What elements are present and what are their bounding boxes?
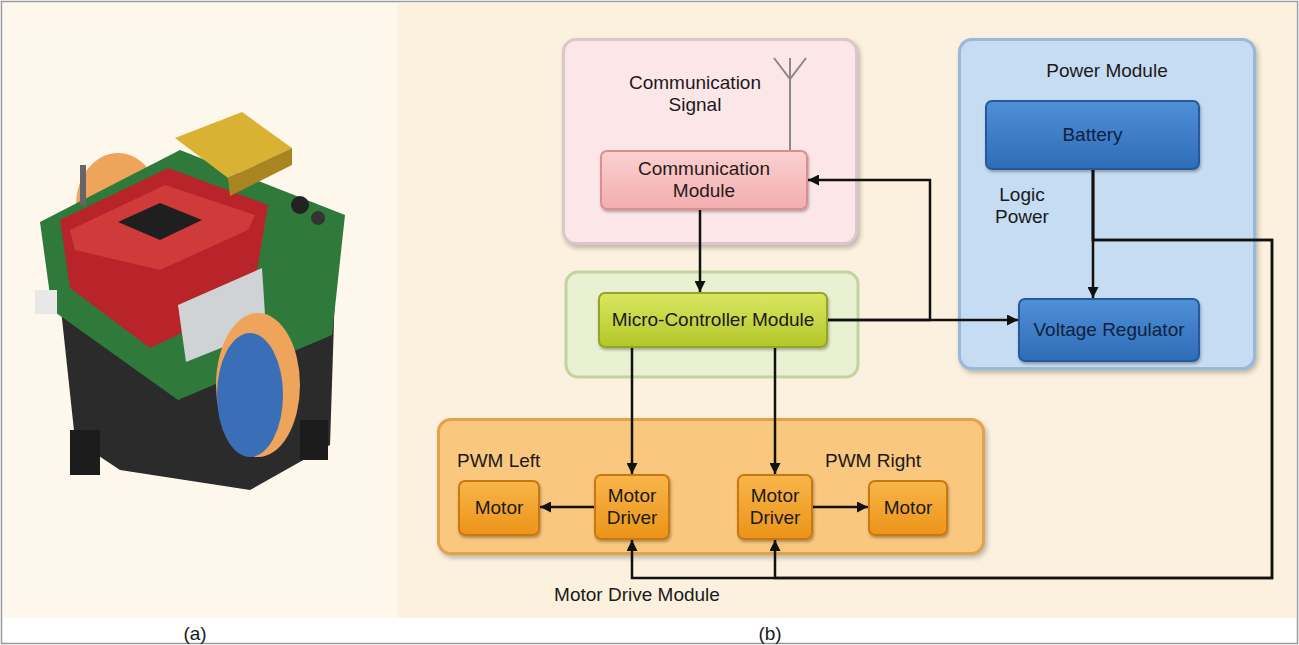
figure-ground xyxy=(3,3,1296,618)
antenna-label: Communication Signal xyxy=(610,72,780,116)
module-box: Motor xyxy=(868,480,948,536)
box-label: Battery xyxy=(993,124,1192,146)
module-box: Motor Driver xyxy=(737,474,813,540)
module-box: Voltage Regulator xyxy=(1018,298,1200,362)
panel-label: (b) xyxy=(740,623,800,645)
robot-photo xyxy=(35,112,345,490)
module-box: Motor Driver xyxy=(594,474,670,540)
group-heading: Motor Drive Module xyxy=(537,584,737,606)
module-box: Communication Module xyxy=(600,150,808,210)
module-box: Micro-Controller Module xyxy=(598,292,828,348)
module-group: Communication SignalCommunication Module xyxy=(562,38,858,245)
photo-ground xyxy=(3,3,398,618)
box-label: Motor xyxy=(876,497,940,519)
box-label: Communication Module xyxy=(608,158,800,202)
module-group: PWM LeftPWM RightMotor Drive ModuleMotor… xyxy=(437,418,985,555)
box-label: Voltage Regulator xyxy=(1026,319,1192,341)
box-label: Motor Driver xyxy=(745,485,805,529)
panel-label: (a) xyxy=(165,623,225,645)
module-box: Motor xyxy=(458,480,540,536)
box-label: Motor xyxy=(466,497,532,519)
group-heading: Power Module xyxy=(958,60,1256,82)
signal-label: PWM Left xyxy=(457,450,540,472)
box-label: Motor Driver xyxy=(602,485,662,529)
box-label: Micro-Controller Module xyxy=(606,309,820,331)
connector-label: Logic Power xyxy=(990,184,1054,228)
signal-label: PWM Right xyxy=(825,450,921,472)
module-box: Battery xyxy=(985,100,1200,170)
controller-group-box xyxy=(566,272,858,377)
